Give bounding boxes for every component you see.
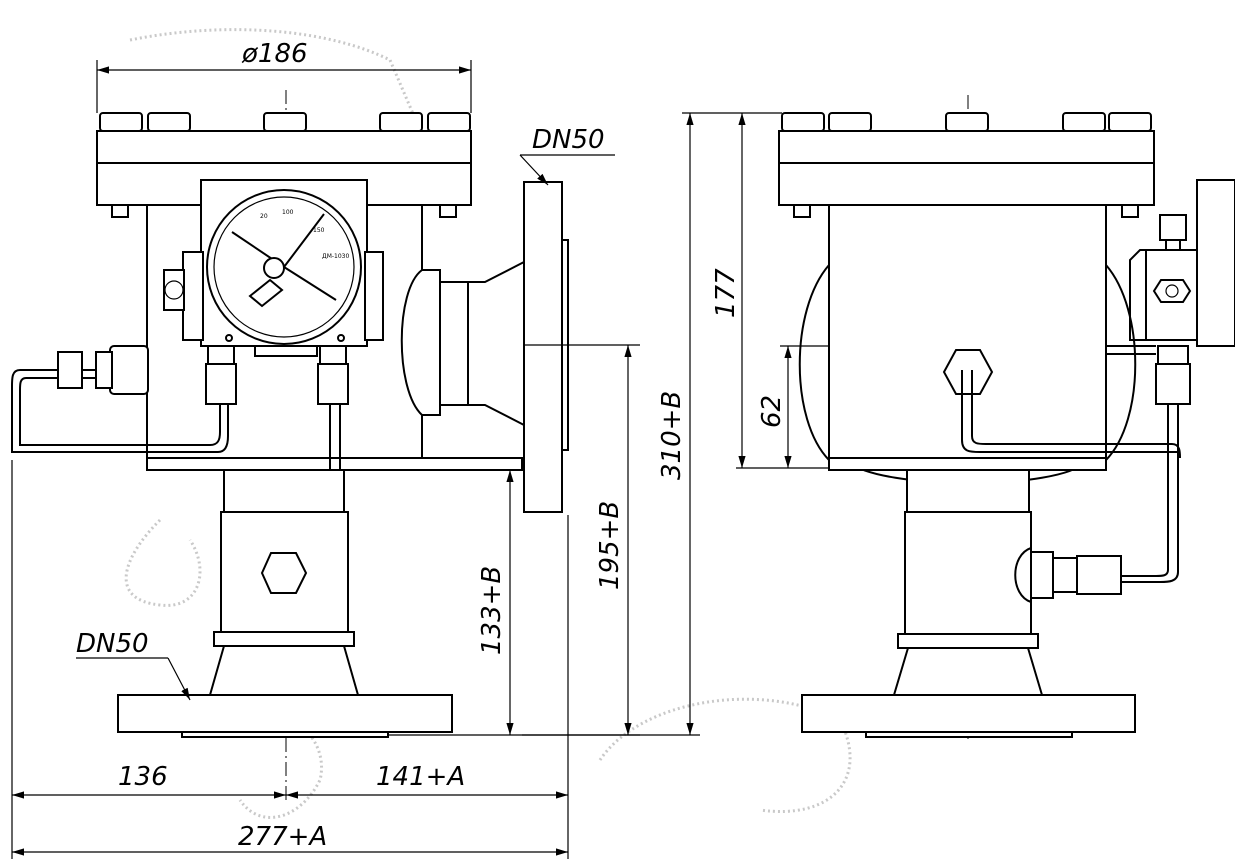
dim-left-width: 136 [118, 762, 168, 792]
dim-outlet-height: 195+B [595, 501, 625, 590]
svg-text:100: 100 [282, 209, 294, 216]
dim-right-width: 141+A [376, 762, 465, 792]
svg-text:ДМ-1030: ДМ-1030 [322, 253, 349, 260]
top-bolts-left [99, 112, 471, 132]
dim-body-height: 177 [711, 268, 741, 318]
side-view [778, 95, 1235, 740]
dim-flange-diameter: ø186 [241, 39, 308, 69]
dim-nozzle-height: 62 [757, 395, 787, 428]
label-outlet-dn50: DN50 [532, 125, 605, 155]
svg-text:150: 150 [313, 227, 325, 234]
cover-plate [96, 130, 472, 164]
dim-inlet-height: 133+B [477, 566, 507, 655]
dimensions: ø186 DN50 DN50 136 141+A 277+A 133+B 195… [11, 39, 829, 859]
inlet-flange [117, 694, 453, 733]
body-base [146, 457, 523, 471]
dim-total-width: 277+A [238, 822, 327, 852]
label-inlet-dn50: DN50 [76, 629, 149, 659]
top-bolts-right [781, 112, 1152, 132]
front-view: 20 100 150 ДМ-1030 [11, 90, 569, 800]
outlet-flange [523, 181, 563, 513]
svg-text:20: 20 [260, 213, 268, 220]
dim-total-height: 310+B [657, 391, 687, 480]
